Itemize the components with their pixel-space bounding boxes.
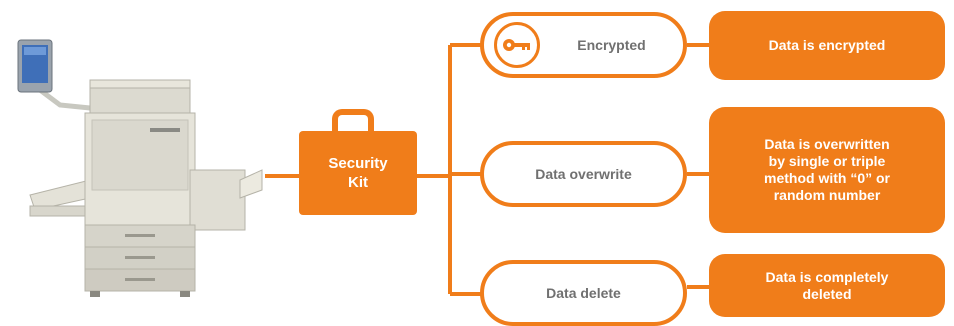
security-kit-label: Security Kit [328, 155, 388, 191]
data-overwrite-node: Data overwrite [480, 141, 687, 207]
encrypted-description: Data is encrypted [709, 11, 945, 80]
encrypted-description-text: Data is encrypted [768, 37, 886, 53]
key-icon [494, 22, 540, 68]
data-overwrite-description: Data is overwritten by single or triple … [709, 107, 945, 233]
kit-handle [332, 109, 374, 133]
data-delete-description: Data is completely deleted [709, 254, 945, 317]
data-delete-node: Data delete [480, 260, 687, 326]
security-kit: Security Kit [299, 131, 417, 215]
printer-image [17, 39, 263, 297]
data-delete-description-text: Data is completely deleted [765, 268, 889, 302]
data-overwrite-description-text: Data is overwritten by single or triple … [764, 136, 890, 203]
encrypted-node: Encrypted [480, 12, 687, 78]
encrypted-label: Encrypted [577, 37, 646, 53]
data-overwrite-label: Data overwrite [535, 166, 632, 182]
data-delete-label: Data delete [546, 285, 621, 301]
